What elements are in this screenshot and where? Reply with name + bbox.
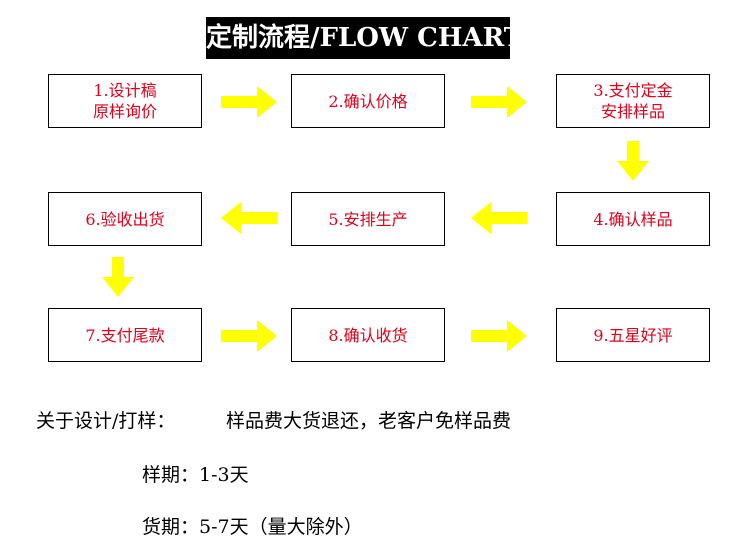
sample-period: 样期：1-3天 [142, 464, 249, 486]
arrow-right-icon [221, 320, 277, 352]
arrow-left-icon [221, 202, 277, 234]
step-6-inspect-ship: 6.验收出货 [48, 192, 202, 246]
step-1-design-quote: 1.设计稿 原样询价 [48, 74, 202, 128]
step-9-five-star-review: 9.五星好评 [556, 308, 710, 362]
arrow-right-icon [471, 86, 527, 118]
delivery-period: 货期：5-7天（量大除外） [142, 516, 363, 538]
flow-chart-title: 定制流程/FLOW CHART [206, 17, 523, 59]
step-8-confirm-receipt: 8.确认收货 [291, 308, 445, 362]
arrow-down-icon [617, 141, 649, 181]
sample-policy-label: 关于设计/打样： [36, 410, 176, 432]
arrow-right-icon [471, 320, 527, 352]
arrow-down-icon [102, 257, 134, 297]
step-3-deposit-sample: 3.支付定金 安排样品 [556, 74, 710, 128]
step-2-confirm-price: 2.确认价格 [291, 74, 445, 128]
step-5-arrange-production: 5.安排生产 [291, 192, 445, 246]
arrow-left-icon [471, 202, 527, 234]
step-4-confirm-sample: 4.确认样品 [556, 192, 710, 246]
arrow-right-icon [221, 86, 277, 118]
step-7-final-payment: 7.支付尾款 [48, 308, 202, 362]
sample-policy-text: 样品费大货退还，老客户免样品费 [226, 410, 512, 432]
